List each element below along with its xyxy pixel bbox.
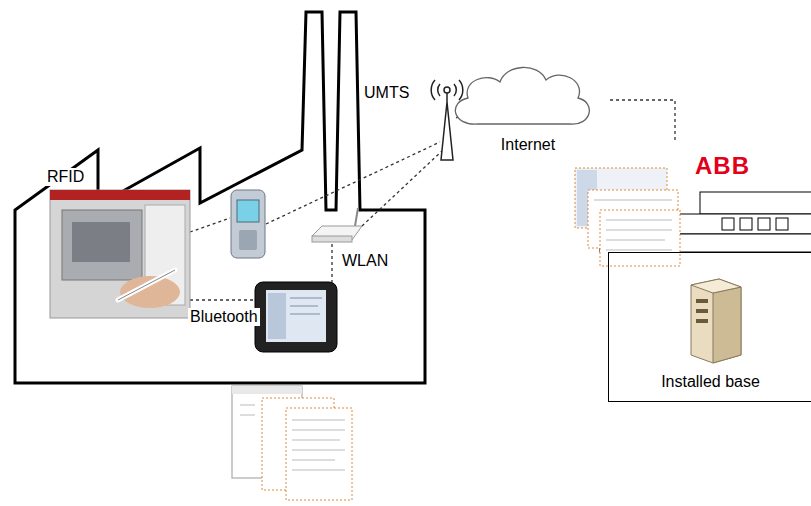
company-building: ABB: [655, 140, 811, 192]
node-text: Installed base: [609, 373, 811, 391]
wlan-router: [312, 208, 362, 242]
cloud-node: Internet: [440, 58, 616, 168]
cloud-shape: [440, 58, 600, 134]
link-label: RFID: [45, 168, 86, 186]
installed-base-box: Installed base: [608, 252, 811, 402]
tablet-device: [255, 282, 337, 352]
antenna-tower: [431, 80, 463, 160]
node-text: ABB: [695, 152, 750, 180]
document-stack: [232, 386, 352, 500]
rfid-photo: [50, 190, 190, 318]
link-label: WLAN: [340, 252, 390, 270]
node-text: Internet: [440, 136, 616, 154]
cloud-outline: [455, 67, 589, 124]
server-icon: [671, 275, 751, 365]
link-label: Bluetooth: [188, 308, 260, 326]
wireless-links: [190, 112, 470, 300]
factory-outline: [15, 12, 425, 383]
mobile-phone: [231, 190, 265, 258]
network-link: [610, 100, 675, 140]
link-label: UMTS: [362, 84, 411, 102]
